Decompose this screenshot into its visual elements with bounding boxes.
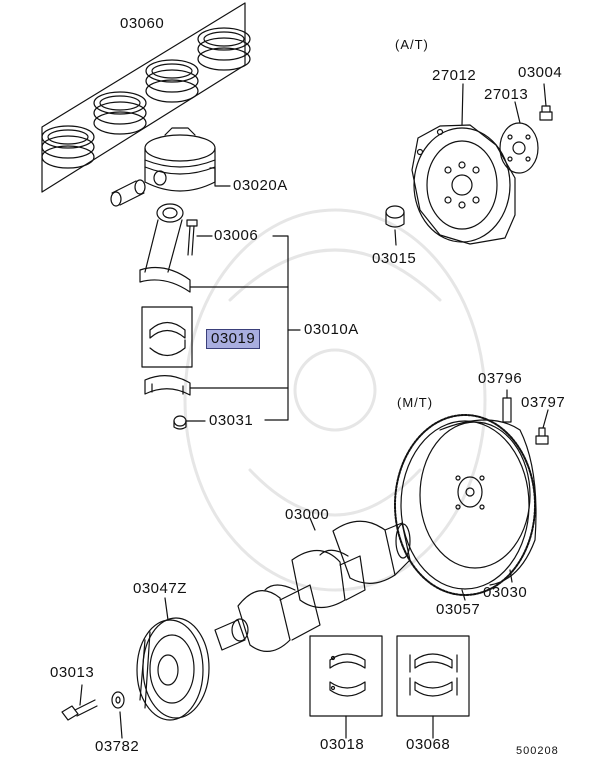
leader-line	[514, 101, 521, 124]
part-label-03013[interactable]: 03013	[50, 664, 95, 681]
part-label-03796[interactable]: 03796	[478, 370, 523, 387]
part-label-03019-highlighted[interactable]: 03019	[206, 329, 261, 349]
pulley-bolt-icon	[61, 699, 98, 721]
diagram-number: 500208	[516, 745, 559, 757]
thrust-bearing-box	[396, 635, 470, 717]
rod-cap-icon	[144, 375, 191, 396]
leader-line	[542, 409, 549, 429]
flywheel-icon	[394, 414, 537, 596]
piston-ring-icon	[145, 59, 199, 103]
leader-line	[164, 597, 169, 621]
pulley-icon	[136, 617, 210, 721]
part-label-27013[interactable]: 27013	[484, 86, 529, 103]
drive-plate-icon	[411, 124, 516, 245]
leader-line	[309, 517, 316, 531]
part-label-27012[interactable]: 27012	[432, 67, 477, 84]
leader-line	[79, 684, 83, 706]
washer-icon	[111, 691, 125, 709]
leader-line	[461, 589, 466, 601]
part-label-03004[interactable]: 03004	[518, 64, 563, 81]
connecting-rod-icon	[139, 203, 191, 293]
leader-line	[394, 229, 397, 246]
leader-line	[209, 167, 231, 187]
part-label-03010A[interactable]: 03010A	[304, 321, 359, 338]
piston-ring-icon	[41, 125, 95, 169]
part-label-03057[interactable]: 03057	[436, 601, 481, 618]
part-label-03060[interactable]: 03060	[120, 15, 165, 32]
flexplate-bolt-icon	[539, 105, 553, 121]
part-label-03031[interactable]: 03031	[209, 412, 254, 429]
rod-bolt-icon	[186, 219, 198, 256]
part-label-03015[interactable]: 03015	[372, 250, 417, 267]
main-bearing-box	[309, 635, 383, 717]
leader-line	[461, 83, 464, 126]
piston-icon	[144, 127, 216, 192]
part-label-03000[interactable]: 03000	[285, 506, 330, 523]
rod-nut-icon	[173, 415, 187, 430]
piston-ring-set	[41, 2, 251, 193]
adapter-plate-icon	[499, 122, 539, 174]
part-label-03006[interactable]: 03006	[214, 227, 259, 244]
piston-ring-icon	[93, 91, 147, 135]
watermark-emblem	[183, 208, 487, 592]
spacer-bushing-icon	[385, 205, 405, 228]
piston-ring-icon	[197, 27, 251, 71]
leader-line	[509, 569, 513, 583]
part-label-03020A[interactable]: 03020A	[233, 177, 288, 194]
leader-lines-rod	[185, 235, 301, 422]
piston-pin-icon	[110, 179, 146, 207]
part-label-03030[interactable]: 03030	[483, 584, 528, 601]
part-label-03782[interactable]: 03782	[95, 738, 140, 755]
bearing-box	[141, 306, 193, 368]
crankshaft-icon	[214, 520, 411, 652]
section-label-mt: (M/T)	[397, 395, 434, 410]
dowel-pin-icon	[502, 397, 512, 423]
part-label-03797[interactable]: 03797	[521, 394, 566, 411]
part-label-03047Z[interactable]: 03047Z	[133, 580, 187, 597]
leader-line	[119, 711, 123, 739]
part-label-03068[interactable]: 03068	[406, 736, 451, 753]
part-label-03018[interactable]: 03018	[320, 736, 365, 753]
flywheel-bolt-icon	[535, 427, 549, 445]
section-label-at: (A/T)	[395, 37, 429, 52]
leader-line	[543, 83, 547, 107]
